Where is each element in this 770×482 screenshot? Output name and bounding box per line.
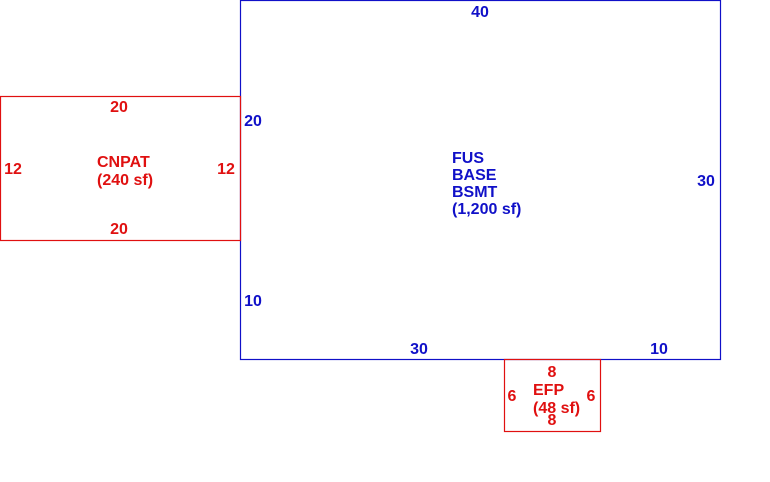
efp-structure: 8 8 6 6 EFP (48 sf)	[503, 358, 602, 433]
efp-dim-top: 8	[548, 364, 557, 381]
main-dim-top: 40	[471, 4, 489, 21]
efp-name: EFP	[533, 382, 564, 399]
main-name-line-1: FUS	[452, 150, 484, 167]
main-dim-bottom-left: 30	[410, 341, 428, 358]
cnpat-dim-left: 12	[4, 161, 22, 178]
main-dim-bottom-right: 10	[650, 341, 668, 358]
efp-dim-right: 6	[587, 388, 596, 405]
cnpat-dim-right: 12	[217, 161, 235, 178]
main-dim-left-upper: 20	[244, 113, 262, 130]
efp-dim-bottom: 8	[548, 412, 557, 429]
efp-area: (48 sf)	[533, 400, 580, 417]
efp-dim-left: 6	[508, 388, 517, 405]
main-name-line-2: BASE	[452, 167, 497, 184]
main-structure: 40 30 20 10 30 10 FUS BASE BSMT (1,200 s…	[239, 0, 722, 361]
cnpat-outline	[0, 95, 242, 242]
cnpat-structure: 20 20 12 12 CNPAT (240 sf)	[0, 95, 242, 242]
main-dim-right: 30	[697, 173, 715, 190]
cnpat-dim-top: 20	[110, 99, 128, 116]
cnpat-name: CNPAT	[97, 154, 150, 171]
main-dim-left-lower: 10	[244, 293, 262, 310]
cnpat-dim-bottom: 20	[110, 221, 128, 238]
main-area: (1,200 sf)	[452, 201, 521, 218]
cnpat-area: (240 sf)	[97, 172, 153, 189]
main-name-line-3: BSMT	[452, 184, 498, 201]
efp-outline	[503, 358, 602, 433]
